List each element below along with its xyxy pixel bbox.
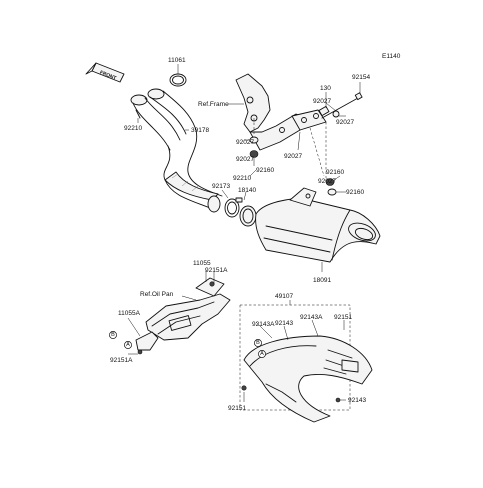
- exhaust-header-pipe[interactable]: [130, 88, 223, 213]
- label-92160-c: 92160: [346, 189, 364, 196]
- collar-92160-c[interactable]: [327, 188, 337, 196]
- svg-text:A: A: [260, 351, 264, 357]
- label-92027-e: 92027: [284, 153, 302, 160]
- gasket-18140[interactable]: [239, 205, 257, 227]
- label-ref-frame: Ref.Frame: [198, 101, 229, 108]
- gasket-11061[interactable]: [169, 73, 187, 87]
- callout-B-right: B: [254, 339, 262, 347]
- bolt-92151A-a[interactable]: [209, 281, 215, 287]
- label-92160-b: 92160: [326, 169, 344, 176]
- label-92143A-b: 92143A: [300, 314, 323, 321]
- oil-pan-cover[interactable]: [145, 277, 231, 341]
- grommet-92160-a[interactable]: [249, 150, 259, 158]
- callout-A-left: A: [124, 341, 132, 349]
- label-92210-a: 92210: [124, 125, 142, 132]
- label-92143-b: 92143: [348, 397, 366, 404]
- label-92027-b: 92027: [336, 119, 354, 126]
- label-39178: 39178: [191, 127, 209, 134]
- label-92027-c: 92027: [236, 139, 254, 146]
- label-92151-b: 92151: [228, 405, 246, 412]
- bolt-92151A-b[interactable]: [137, 349, 143, 355]
- label-92027-a: 92027: [313, 98, 331, 105]
- label-92160-a: 92160: [256, 167, 274, 174]
- muffler-18091[interactable]: [255, 187, 381, 263]
- label-92154: 92154: [352, 74, 370, 81]
- grommet-92160-b[interactable]: [325, 178, 335, 186]
- svg-text:B: B: [111, 332, 115, 338]
- label-11055A: 11055A: [118, 310, 141, 317]
- callout-A-right: A: [258, 350, 266, 358]
- label-92151A-b: 92151A: [110, 357, 133, 364]
- label-11061: 11061: [168, 57, 186, 64]
- svg-text:B: B: [256, 340, 260, 346]
- exhaust-cover-49107[interactable]: [243, 335, 373, 423]
- label-92173: 92173: [212, 183, 230, 190]
- bracket-11055A[interactable]: [135, 331, 159, 351]
- bolt-92154[interactable]: [321, 92, 363, 119]
- label-92143A-a: 92143A: [252, 321, 275, 328]
- label-92151A-a: 92151A: [205, 267, 228, 274]
- callout-B-left: B: [109, 331, 117, 339]
- label-92027-f: 92027: [318, 178, 336, 185]
- label-92151-a: 92151: [334, 314, 352, 321]
- diagram-code: E1140: [382, 53, 401, 60]
- collar-92027-a[interactable]: [332, 110, 340, 118]
- label-92143-a: 92143: [275, 320, 293, 327]
- clamp-92173[interactable]: [224, 197, 243, 218]
- label-ref-oil-pan: Ref.Oil Pan: [140, 291, 174, 298]
- front-arrow-icon: FRONT: [85, 62, 125, 83]
- svg-text:A: A: [126, 342, 130, 348]
- label-11055: 11055: [193, 260, 211, 267]
- screw-92151-b[interactable]: [241, 385, 247, 391]
- label-18140: 18140: [238, 187, 256, 194]
- label-130: 130: [320, 85, 331, 92]
- stud-92210-a[interactable]: [135, 109, 141, 119]
- label-92027-d: 92027: [236, 156, 254, 163]
- label-92210-b: 92210: [233, 175, 251, 182]
- cover-group-outline: [239, 304, 351, 411]
- screw-92143-b[interactable]: [335, 397, 341, 403]
- collar-130[interactable]: [318, 105, 330, 117]
- label-18091: 18091: [313, 277, 331, 284]
- label-49107: 49107: [275, 293, 293, 300]
